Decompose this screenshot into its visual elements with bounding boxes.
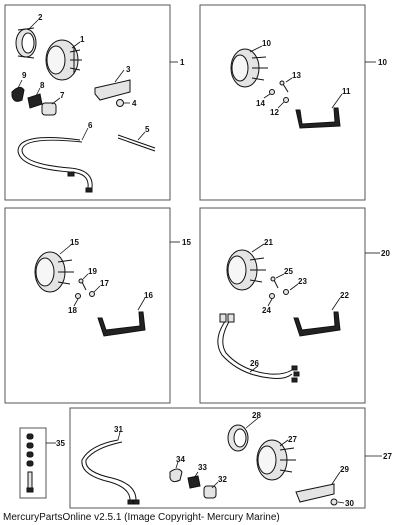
callout-35: 35 bbox=[56, 439, 65, 448]
callout-14: 14 bbox=[256, 99, 265, 108]
nut-part-23 bbox=[283, 289, 289, 295]
callout-16: 16 bbox=[144, 291, 153, 300]
harness-part-26 bbox=[217, 313, 300, 383]
hardware-kit-part-35 bbox=[19, 427, 47, 499]
panel-label-10: 10 bbox=[378, 58, 387, 67]
callout-26: 26 bbox=[250, 359, 259, 368]
nut-part-17 bbox=[89, 291, 95, 297]
callout-9: 9 bbox=[22, 71, 27, 80]
boot-part-32 bbox=[203, 485, 217, 499]
washer-part-14 bbox=[269, 89, 275, 95]
callout-33: 33 bbox=[198, 463, 207, 472]
panel-label-27: 27 bbox=[383, 452, 392, 461]
panel-20 bbox=[199, 207, 366, 404]
cap-part-8 bbox=[27, 93, 43, 109]
callout-10: 10 bbox=[262, 39, 271, 48]
callout-18: 18 bbox=[68, 306, 77, 315]
washer-part-18 bbox=[75, 293, 81, 299]
nut-part-12 bbox=[283, 97, 289, 103]
callout-5: 5 bbox=[145, 125, 150, 134]
bracket-part-29 bbox=[295, 483, 335, 503]
callout-7: 7 bbox=[60, 91, 65, 100]
bracket-part-11 bbox=[295, 107, 341, 129]
callout-8: 8 bbox=[40, 81, 45, 90]
callout-29: 29 bbox=[340, 465, 349, 474]
callout-28: 28 bbox=[252, 411, 261, 420]
screw-part-25 bbox=[270, 276, 279, 289]
gauge-part-10 bbox=[230, 48, 268, 88]
gauge-part-15 bbox=[34, 251, 74, 293]
gauge-part-27 bbox=[256, 439, 296, 481]
callout-19: 19 bbox=[88, 267, 97, 276]
nut-part-30 bbox=[330, 498, 338, 506]
bracket-part-16 bbox=[97, 311, 146, 337]
screw-part-19 bbox=[78, 278, 87, 291]
callout-13: 13 bbox=[292, 71, 301, 80]
callout-27: 27 bbox=[288, 435, 297, 444]
callout-25: 25 bbox=[284, 267, 293, 276]
bracket-part-3 bbox=[94, 79, 131, 101]
panel-10 bbox=[199, 4, 366, 201]
sensor-part-5 bbox=[117, 134, 156, 152]
gauge-part-21 bbox=[226, 249, 266, 291]
callout-34: 34 bbox=[176, 455, 185, 464]
panel-label-15: 15 bbox=[182, 238, 191, 247]
harness-part-6 bbox=[17, 137, 93, 193]
knob-part-34 bbox=[169, 468, 183, 483]
callout-11: 11 bbox=[342, 87, 351, 96]
callout-3: 3 bbox=[126, 65, 131, 74]
panel-27 bbox=[69, 407, 366, 509]
image-caption: MercuryPartsOnline v2.5.1 (Image Copyrig… bbox=[3, 512, 280, 523]
callout-21: 21 bbox=[264, 238, 273, 247]
bezel-ring-part bbox=[15, 27, 37, 59]
callout-15: 15 bbox=[70, 238, 79, 247]
harness-part-31 bbox=[81, 439, 140, 505]
callout-4: 4 bbox=[132, 99, 137, 108]
panel-label-20: 20 bbox=[381, 249, 390, 258]
callout-17: 17 bbox=[100, 279, 109, 288]
callout-30: 30 bbox=[345, 499, 354, 508]
callout-22: 22 bbox=[340, 291, 349, 300]
callout-32: 32 bbox=[218, 475, 227, 484]
screw-part-13 bbox=[279, 80, 289, 93]
callout-24: 24 bbox=[262, 306, 271, 315]
nut-part-4 bbox=[116, 99, 124, 107]
bezel-ring-part-28 bbox=[227, 424, 249, 452]
callout-6: 6 bbox=[88, 121, 93, 130]
callout-31: 31 bbox=[114, 425, 123, 434]
washer-part-24 bbox=[269, 293, 275, 299]
bracket-part-22 bbox=[293, 311, 341, 337]
callout-23: 23 bbox=[298, 277, 307, 286]
panel-15 bbox=[4, 207, 171, 404]
knob-part-9 bbox=[11, 86, 25, 102]
panel-1 bbox=[4, 4, 171, 201]
boot-part-7 bbox=[41, 102, 57, 116]
callout-2: 2 bbox=[38, 13, 43, 22]
callout-12: 12 bbox=[270, 108, 279, 117]
panel-label-1: 1 bbox=[180, 58, 185, 67]
callout-1: 1 bbox=[80, 35, 85, 44]
gauge-part-1 bbox=[45, 39, 82, 81]
